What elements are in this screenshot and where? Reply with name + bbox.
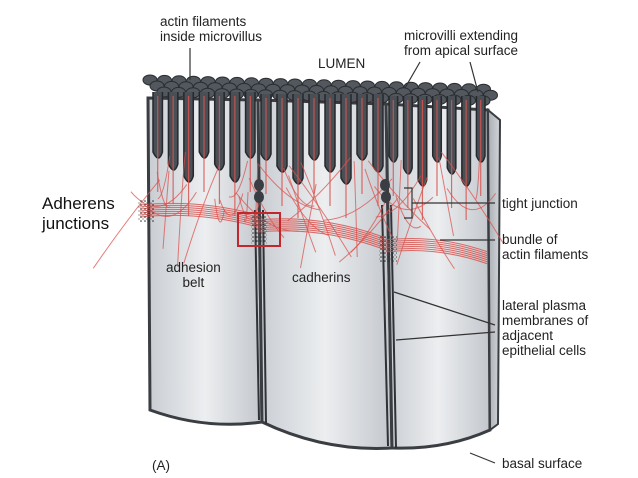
label-line: actin filaments [502,247,588,262]
label-microvilli: microvilli extending from apical surface [404,28,518,58]
label-line: membranes of [502,313,588,328]
label-panel: (A) [152,458,170,473]
label-line: inside microvillus [160,29,262,44]
label-lateral-membranes: lateral plasma membranes of adjacent epi… [502,298,588,358]
label-line: epithelial cells [502,343,588,358]
label-bundle-actin: bundle of actin filaments [502,232,588,262]
label-line: Adherens [42,194,115,214]
label-line: belt [166,275,221,290]
label-actin-microvillus: actin filaments inside microvillus [160,14,262,44]
label-line: adjacent [502,328,588,343]
label-line: bundle of [502,232,588,247]
label-line: microvilli extending [404,28,518,43]
label-tight-junction: tight junction [502,196,578,211]
label-lumen: LUMEN [318,56,365,71]
label-line: junctions [42,214,115,234]
label-cadherins: cadherins [292,270,351,285]
label-line: from apical surface [404,43,518,58]
label-line: adhesion [166,260,221,275]
label-adherens-junctions: Adherens junctions [42,194,115,234]
label-line: actin filaments [160,14,262,29]
label-line: lateral plasma [502,298,588,313]
label-adhesion-belt: adhesion belt [166,260,221,290]
label-basal-surface: basal surface [502,456,582,471]
